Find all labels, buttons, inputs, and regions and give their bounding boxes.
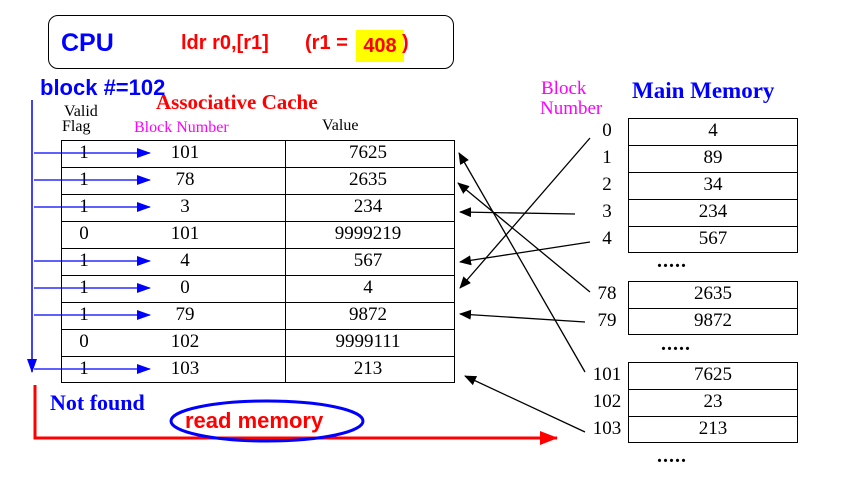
cache-value: 7625	[349, 142, 387, 163]
cache-block-number: 78	[175, 169, 195, 190]
memory-block-number: 2	[602, 174, 612, 195]
memory-block-number: 79	[597, 310, 617, 331]
cache-block-number: 103	[170, 358, 200, 379]
cache-value: 2635	[349, 169, 387, 190]
map-arrow-4	[459, 241, 591, 266]
memory-row-divider	[628, 416, 798, 417]
memory-value: 213	[698, 418, 728, 439]
memory-block-header-2: Number	[540, 98, 603, 119]
memory-row-divider	[628, 389, 798, 390]
cache-value: 567	[353, 250, 383, 271]
cache-value: 234	[353, 196, 383, 217]
memory-value: 567	[698, 228, 728, 249]
cpu-r1-value: 408	[356, 30, 404, 62]
cache-value: 9872	[349, 304, 387, 325]
cpu-r1-suffix: )	[402, 32, 409, 54]
memory-block-number: 102	[592, 391, 622, 412]
read-memory-path	[33, 385, 558, 445]
memory-block-group	[628, 362, 798, 443]
memory-block-number: 78	[597, 283, 617, 304]
cache-row-divider	[61, 221, 455, 222]
cache-block-number: 0	[180, 277, 190, 298]
memory-row-divider	[628, 172, 798, 173]
map-arrow-3	[459, 207, 576, 218]
main-memory-title: Main Memory	[632, 78, 775, 103]
valid-flag-header-2: Flag	[62, 118, 91, 135]
memory-row-divider	[628, 308, 798, 309]
memory-block-number: 103	[592, 418, 622, 439]
memory-block-number: 1	[602, 147, 612, 168]
memory-row-divider	[628, 199, 798, 200]
cache-row-divider	[61, 275, 455, 276]
memory-value: 89	[703, 147, 723, 168]
cache-value: 9999219	[334, 223, 402, 244]
compare-arrows	[34, 148, 151, 374]
map-arrow-79	[459, 309, 586, 323]
memory-value: 23	[703, 391, 723, 412]
value-header: Value	[322, 117, 359, 134]
memory-block-number: 3	[602, 201, 612, 222]
read-memory-label: read memory	[185, 408, 324, 433]
cpu-label: CPU	[61, 29, 114, 57]
cpu-r1-prefix: (r1 =	[305, 32, 348, 54]
map-arrow-103	[464, 375, 586, 433]
memory-value: 7625	[694, 364, 732, 385]
cpu-box	[48, 15, 454, 69]
valid-flag-header-1: Valid	[64, 103, 98, 120]
block-number-label: block #=102	[40, 75, 166, 100]
memory-value: 9872	[694, 310, 732, 331]
memory-block-header-1: Block	[541, 78, 587, 99]
map-arrow-0	[459, 137, 591, 289]
cache-valid-flag: 0	[79, 223, 89, 244]
cpu-instruction: ldr r0,[r1]	[181, 32, 269, 54]
cache-block-number: 102	[170, 331, 200, 352]
cache-valid-flag: 0	[79, 331, 89, 352]
cache-title: Associative Cache	[156, 90, 318, 114]
cache-row-divider	[61, 329, 455, 330]
cache-block-number: 101	[170, 142, 200, 163]
memory-block-number: 0	[602, 120, 612, 141]
cache-block-number: 4	[180, 250, 190, 271]
cache-value: 9999111	[335, 331, 401, 352]
cache-block-number: 3	[180, 196, 190, 217]
memory-row-divider	[628, 226, 798, 227]
memory-value: 4	[708, 120, 718, 141]
cache-row-divider	[61, 248, 455, 249]
read-memory-ellipse	[169, 399, 365, 443]
cache-row-divider	[61, 167, 455, 168]
cache-column-divider	[285, 140, 286, 383]
cache-value: 4	[363, 277, 373, 298]
cache-block-number: 101	[170, 223, 200, 244]
memory-ellipsis-3: .....	[657, 445, 687, 467]
memory-row-divider	[628, 145, 798, 146]
memory-ellipsis-2: .....	[661, 333, 691, 355]
not-found-label: Not found	[50, 390, 145, 415]
memory-value: 34	[703, 174, 723, 195]
mapping-arrows	[457, 137, 591, 433]
cache-row-divider	[61, 356, 455, 357]
map-arrow-78	[457, 182, 591, 293]
block-number-header: Block Number	[134, 119, 229, 136]
memory-ellipsis-1: .....	[657, 250, 687, 272]
memory-value: 2635	[694, 283, 732, 304]
memory-block-number: 101	[592, 364, 622, 385]
cache-block-number: 79	[175, 304, 195, 325]
cache-row-divider	[61, 194, 455, 195]
memory-value: 234	[698, 201, 728, 222]
memory-block-group	[628, 118, 798, 253]
cache-value: 213	[353, 358, 383, 379]
memory-block-number: 4	[602, 228, 612, 249]
cache-row-divider	[61, 302, 455, 303]
map-arrow-101	[458, 152, 586, 373]
